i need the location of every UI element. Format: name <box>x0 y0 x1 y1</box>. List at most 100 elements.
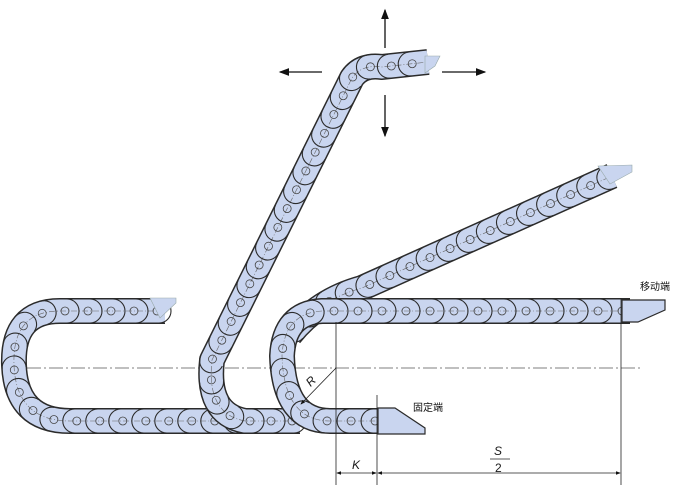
chain-link-edge <box>527 298 541 324</box>
fixed-end-bracket <box>377 407 426 435</box>
chain-link-edge <box>551 298 565 324</box>
chain-link-edge <box>89 298 103 324</box>
chain-link-pin <box>10 342 20 352</box>
chain-link-edge <box>251 408 265 434</box>
chain-link-pin <box>208 354 217 364</box>
chain-link-edge <box>516 201 534 226</box>
chain-link-edge <box>329 91 354 111</box>
chain-link-edge <box>575 298 589 324</box>
chain-link-pin <box>545 306 555 316</box>
chain-link-pin <box>285 391 295 400</box>
chain-link-pin <box>278 367 288 377</box>
chain-link-pin <box>83 306 93 316</box>
chain-link-edge <box>475 219 494 244</box>
chain-link-pin <box>386 61 396 71</box>
chain-link-pin <box>353 306 363 316</box>
radius-label: R <box>303 373 319 389</box>
chain-link-pin <box>385 271 395 280</box>
chain-link-edge <box>455 298 469 324</box>
chain-link-edge <box>599 298 613 324</box>
chain-link-pin <box>485 226 495 235</box>
loop-chain-end <box>149 297 177 319</box>
chain-link-pin <box>278 344 288 353</box>
chain-link-edge <box>383 298 397 324</box>
chain-link-edge <box>320 110 345 129</box>
chain-link-edge <box>503 298 517 324</box>
chains <box>0 49 637 434</box>
chain-link-edge <box>245 261 270 280</box>
chain-link-edge <box>336 408 350 434</box>
chain-link-pin <box>305 308 315 318</box>
chain-link-pin <box>505 217 515 226</box>
chain-link-pin <box>141 416 151 426</box>
chain-link-edge <box>270 333 296 349</box>
chain-link-edge <box>407 298 421 324</box>
chain-link-pin <box>546 199 555 208</box>
chain-link-pin <box>569 306 579 316</box>
chain-link-pin <box>300 409 309 419</box>
chain-link-edge <box>281 311 305 332</box>
chain-link-edge <box>273 204 298 223</box>
main-chain-outline <box>269 298 630 434</box>
chain-link-edge <box>415 246 434 271</box>
chain-link-pin <box>236 298 245 308</box>
chain-link-pin <box>207 375 216 385</box>
loop-chain <box>0 298 300 434</box>
chain-link-pin <box>344 287 354 297</box>
chain-link-edge <box>556 183 574 208</box>
chain-link-edge <box>6 377 31 396</box>
chain-link-pin <box>49 415 59 424</box>
chain-link-edge <box>66 298 80 324</box>
chain-link-pin <box>407 59 417 69</box>
chain-link-edge <box>199 381 225 395</box>
chain-link-edge <box>217 317 242 336</box>
chain-link-pin <box>37 308 47 318</box>
fixed-end-label: 固定端 <box>413 401 443 414</box>
chain-link-edge <box>272 408 286 434</box>
chain-link-edge <box>479 298 493 324</box>
dimensions <box>300 298 622 485</box>
chain-link-edge <box>335 298 349 324</box>
chain-link-pin <box>593 306 603 316</box>
loop-chain-body <box>2 299 300 433</box>
k-label: K <box>352 458 361 472</box>
chain-link-edge <box>576 174 594 199</box>
chain-link-edge <box>276 381 301 399</box>
chain-link-pin <box>95 416 105 426</box>
chain-link-pin <box>401 306 411 316</box>
chain-link-pin <box>310 147 320 157</box>
chain-link-edge <box>177 408 190 434</box>
chain-link-edge <box>359 298 373 324</box>
tall-chain-end <box>424 55 441 74</box>
chain-link-edge <box>312 408 326 434</box>
chain-link-edge <box>85 408 98 434</box>
chain-link-pin <box>264 241 273 251</box>
chain-link-edge <box>131 408 144 434</box>
chain-link-edge <box>1 355 27 370</box>
loop-chain-outline <box>0 298 300 434</box>
chain-link-edge <box>236 280 261 299</box>
moving-end-bracket <box>621 299 666 323</box>
chain-link-edge <box>360 408 374 434</box>
chain-link-edge <box>14 311 38 332</box>
chain-link-pin <box>72 416 82 426</box>
chain-link-pin <box>525 208 535 217</box>
chain-link-pin <box>164 416 174 426</box>
chain-link-edge <box>112 298 126 324</box>
chain-link-pin <box>366 62 375 72</box>
radius-leader <box>300 367 337 405</box>
chain-link-edge <box>290 400 310 424</box>
chain-link-pin <box>9 365 19 375</box>
chain-link-edge <box>308 299 325 325</box>
chain-link-pin <box>586 181 596 190</box>
chain-link-edge <box>435 237 454 262</box>
chain-link-edge <box>270 357 296 373</box>
chain-link-pin <box>273 222 283 232</box>
chain-link-edge <box>208 336 233 355</box>
chain-link-pin <box>129 306 139 316</box>
chain-link-pin <box>346 416 356 426</box>
chain-link-edge <box>311 129 335 148</box>
chain-link-edge <box>455 228 474 253</box>
chain-link-edge <box>536 192 554 217</box>
